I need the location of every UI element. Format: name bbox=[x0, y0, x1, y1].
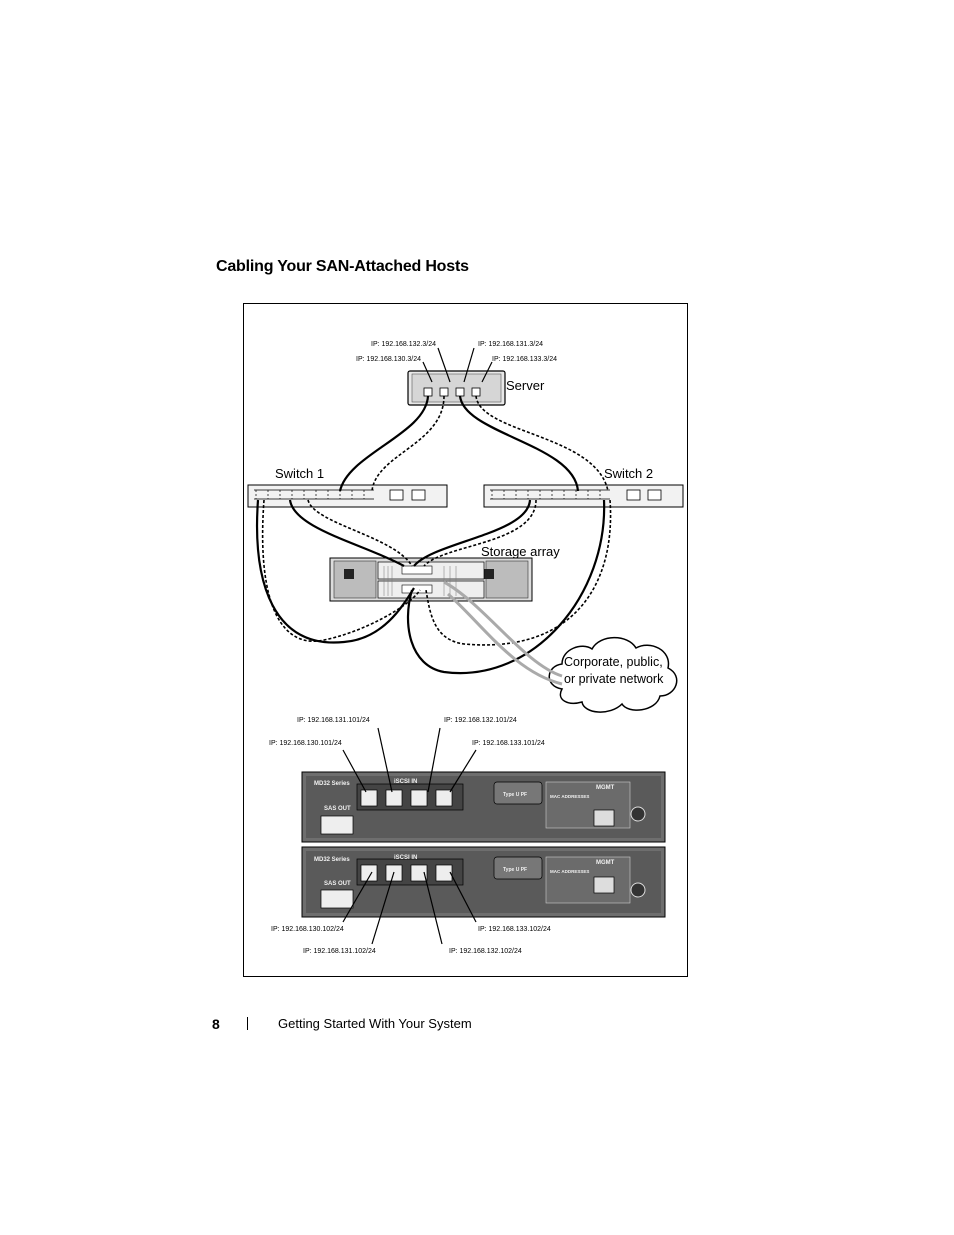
ip-ctrl0-132-101: IP: 192.168.132.101/24 bbox=[444, 717, 517, 724]
switch-1-label: Switch 1 bbox=[275, 466, 324, 481]
san-cabling-figure: MD32 Series SAS OUT iSCSI IN MGMT MAC AD… bbox=[243, 303, 688, 977]
ip-server-131-3: IP: 192.168.131.3/24 bbox=[478, 341, 543, 348]
controller-0-iscsi-in: iSCSI IN bbox=[394, 779, 417, 785]
ip-ctrl1-131-102: IP: 192.168.131.102/24 bbox=[303, 948, 376, 955]
footer-title: Getting Started With Your System bbox=[278, 1016, 472, 1031]
controller-0-mac: MAC ADDRESSES bbox=[550, 794, 589, 799]
ip-ctrl0-133-101: IP: 192.168.133.101/24 bbox=[472, 740, 545, 747]
server-unit bbox=[407, 370, 506, 406]
ip-ctrl0-130-101: IP: 192.168.130.101/24 bbox=[269, 740, 342, 747]
controller-0-sas-out: SAS OUT bbox=[324, 806, 351, 812]
controller-1-sas-out: SAS OUT bbox=[324, 881, 351, 887]
network-cloud bbox=[548, 636, 678, 713]
controller-0-model: MD32 Series bbox=[314, 781, 350, 787]
switch-2 bbox=[483, 484, 684, 508]
switch-2-label: Switch 2 bbox=[604, 466, 653, 481]
controller-0-mgmt: MGMT bbox=[596, 785, 615, 791]
controller-1 bbox=[301, 846, 666, 918]
controller-1-type: Type U PF bbox=[503, 867, 527, 873]
controller-1-model: MD32 Series bbox=[314, 857, 350, 863]
controller-1-mgmt: MGMT bbox=[596, 860, 615, 866]
server-label: Server bbox=[506, 378, 545, 393]
page-number: 8 bbox=[212, 1016, 220, 1032]
controller-0 bbox=[301, 771, 666, 843]
leader-lines bbox=[342, 347, 493, 945]
network-label-line2: or private network bbox=[564, 672, 664, 686]
network-label-line1: Corporate, public, bbox=[564, 655, 663, 669]
switch-1 bbox=[247, 484, 448, 508]
controller-1-iscsi-in: iSCSI IN bbox=[394, 855, 417, 861]
storage-array bbox=[329, 557, 533, 602]
footer-separator bbox=[247, 1017, 248, 1030]
controller-0-type: Type U PF bbox=[503, 792, 527, 798]
ip-ctrl0-131-101: IP: 192.168.131.101/24 bbox=[297, 717, 370, 724]
controller-1-mac: MAC ADDRESSES bbox=[550, 869, 589, 874]
ip-server-132-3: IP: 192.168.132.3/24 bbox=[371, 341, 436, 348]
storage-array-label: Storage array bbox=[481, 544, 560, 559]
ip-ctrl1-130-102: IP: 192.168.130.102/24 bbox=[271, 926, 344, 933]
section-title: Cabling Your SAN-Attached Hosts bbox=[216, 258, 469, 275]
cables bbox=[256, 395, 612, 686]
ip-ctrl1-133-102: IP: 192.168.133.102/24 bbox=[478, 926, 551, 933]
ip-ctrl1-132-102: IP: 192.168.132.102/24 bbox=[449, 948, 522, 955]
ip-server-130-3: IP: 192.168.130.3/24 bbox=[356, 356, 421, 363]
ip-server-133-3: IP: 192.168.133.3/24 bbox=[492, 356, 557, 363]
